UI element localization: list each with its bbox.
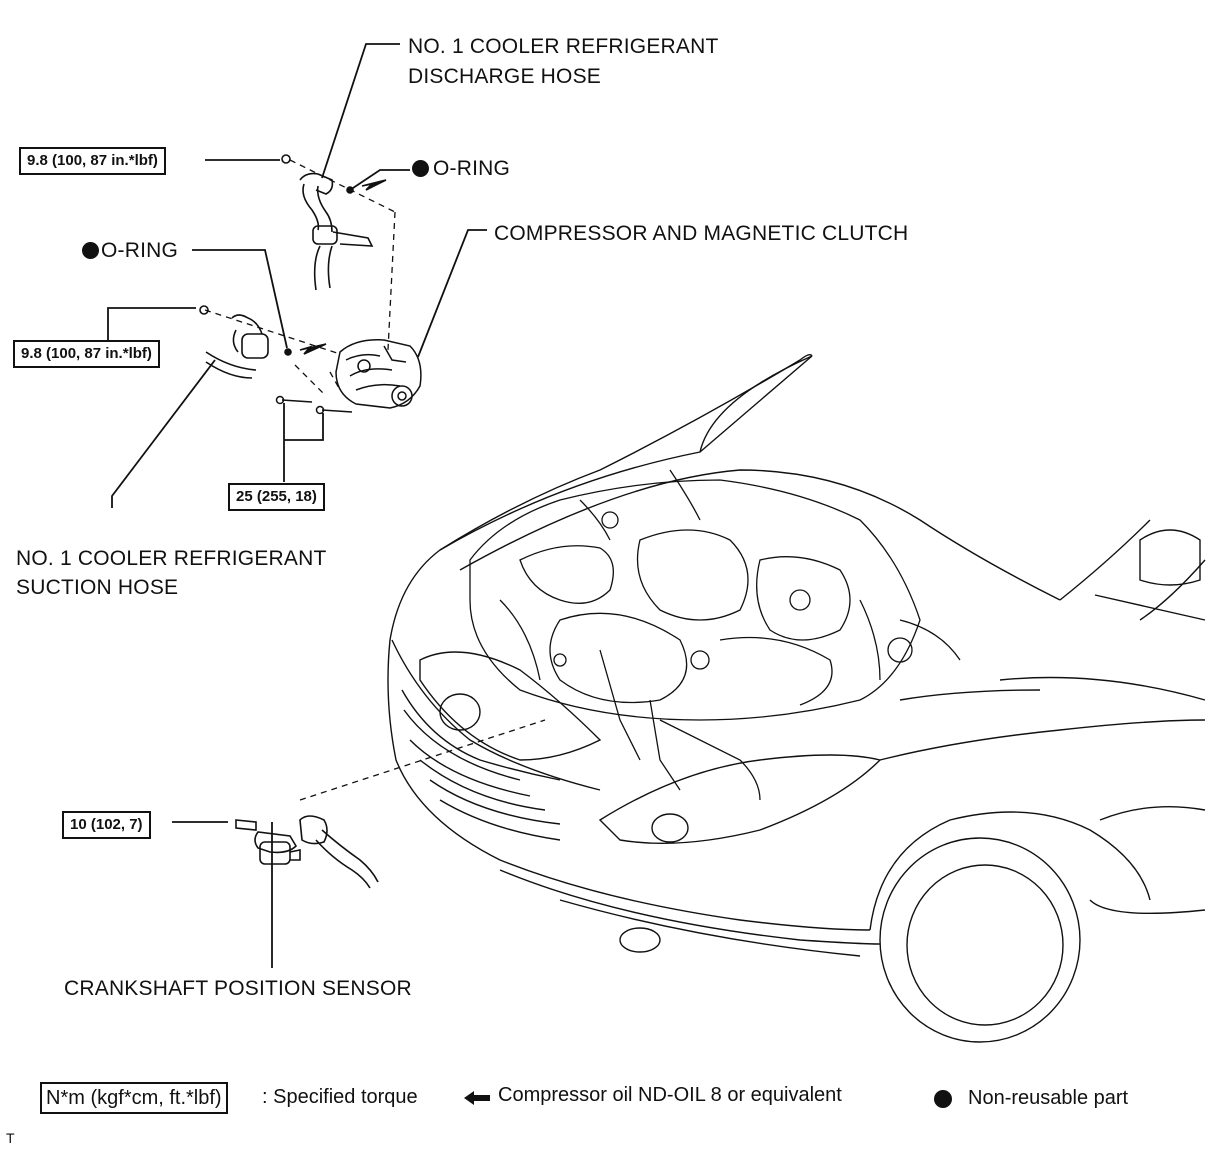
legend-unit-box: N*m (kgf*cm, ft.*lbf): [40, 1082, 228, 1114]
engine-bay: [469, 469, 961, 801]
o-ring-top-text: O-RING: [433, 157, 511, 180]
compressor-label: COMPRESSOR AND MAGNETIC CLUTCH: [494, 222, 909, 245]
discharge-hose-label-line1: NO. 1 COOLER REFRIGERANT: [408, 35, 719, 58]
o-ring-left-label: O-RING: [82, 236, 178, 265]
crankshaft-sensor: [235, 815, 379, 889]
torque-suction-box: 9.8 (100, 87 in.*lbf): [13, 340, 160, 368]
non-reusable-dot-icon: [412, 160, 429, 177]
discharge-hose: [281, 154, 374, 291]
discharge-hose-label-line2: DISCHARGE HOSE: [408, 65, 601, 88]
legend-oil: Compressor oil ND-OIL 8 or equivalent: [498, 1084, 842, 1106]
corner-mark: T: [6, 1130, 15, 1146]
legend-oil-arrow-icon: [464, 1091, 490, 1105]
car-body: [387, 353, 1206, 1043]
suction-hose-label-line2: SUCTION HOSE: [16, 576, 179, 599]
legend-non-reusable-dot-icon: [934, 1090, 952, 1108]
oil-arrow-top: [361, 179, 387, 191]
o-ring-top-label: O-RING: [412, 154, 510, 183]
non-reusable-dot-icon: [82, 242, 99, 259]
o-ring-left-text: O-RING: [101, 239, 179, 262]
crankshaft-sensor-label: CRANKSHAFT POSITION SENSOR: [64, 977, 412, 1000]
suction-hose-label-line1: NO. 1 COOLER REFRIGERANT: [16, 547, 327, 570]
legend-specified-torque: : Specified torque: [262, 1086, 418, 1108]
suction-hose: [199, 305, 292, 379]
dashed-lines: [204, 159, 546, 801]
leader-lines: [107, 43, 487, 968]
torque-compressor-box: 25 (255, 18): [228, 483, 325, 511]
compressor: [275, 339, 422, 415]
torque-sensor-box: 10 (102, 7): [62, 811, 151, 839]
oil-arrow-left: [299, 343, 327, 355]
legend-non-reusable: Non-reusable part: [968, 1087, 1129, 1109]
torque-discharge-box: 9.8 (100, 87 in.*lbf): [19, 147, 166, 175]
